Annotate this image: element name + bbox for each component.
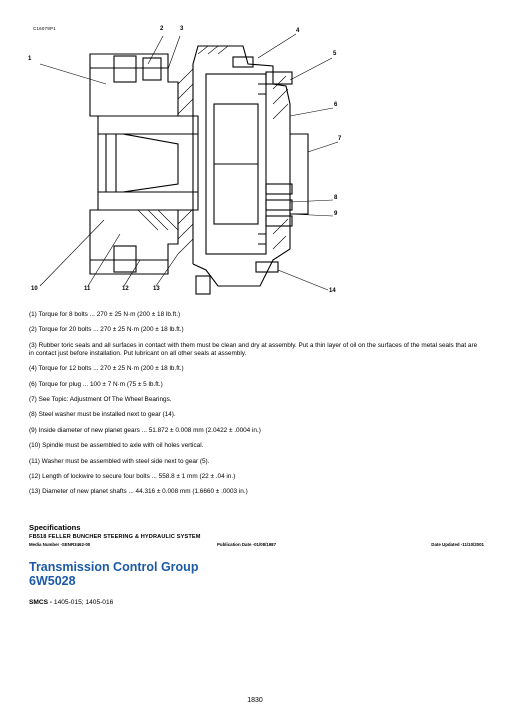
publication-date: Publication Date -01/08/1987 bbox=[217, 542, 277, 547]
section-title-line1: Transmission Control Group bbox=[29, 560, 199, 574]
callout-11: 11 bbox=[84, 286, 91, 292]
callout-7: 7 bbox=[338, 136, 342, 142]
note-1: (1) Torque for 8 bolts ... 270 ± 25 N·m … bbox=[29, 311, 181, 318]
note-7: (7) See Topic: Adjustment Of The Wheel B… bbox=[29, 395, 172, 403]
final-drive-drawing: 1 2 3 4 5 6 7 8 9 10 11 12 13 14 bbox=[28, 24, 348, 302]
callout-4: 4 bbox=[296, 28, 300, 34]
final-drive-illustration bbox=[39, 33, 339, 295]
callout-14: 14 bbox=[329, 288, 336, 294]
note-9: (9) Inside diameter of new planet gears … bbox=[29, 426, 261, 434]
callout-3: 3 bbox=[180, 26, 184, 32]
specs-title: Specifications bbox=[29, 523, 81, 532]
specifications-header: Specifications FB518 FELLER BUNCHER STEE… bbox=[29, 523, 484, 550]
callout-10: 10 bbox=[31, 286, 38, 292]
note-8: (8) Steel washer must be installed next … bbox=[29, 411, 176, 419]
callout-9: 9 bbox=[334, 211, 338, 217]
callout-6: 6 bbox=[334, 102, 338, 108]
section-title: Transmission Control Group 6W5028 bbox=[29, 560, 198, 588]
callout-12: 12 bbox=[122, 286, 129, 292]
section-title-line2: 6W5028 bbox=[29, 574, 76, 588]
publication-meta: Media Number -SENR3462-00 Publication Da… bbox=[29, 542, 484, 550]
callout-8: 8 bbox=[334, 195, 338, 201]
note-12: (12) Length of lockwire to secure four b… bbox=[29, 472, 236, 480]
callout-13: 13 bbox=[153, 286, 160, 292]
note-10: (10) Spindle must be assembled to axle w… bbox=[29, 442, 204, 450]
smcs-label: SMCS - bbox=[29, 599, 53, 606]
callout-2: 2 bbox=[160, 26, 164, 32]
smcs-value: 1405-015; 1405-016 bbox=[52, 599, 114, 606]
note-13: (13) Diameter of new planet shafts ... 4… bbox=[29, 488, 248, 496]
assembly-notes: (1) Torque for 8 bolts ... 270 ± 25 N·m … bbox=[29, 311, 479, 504]
date-updated: Date Updated -11/10/2001 bbox=[431, 542, 484, 547]
note-2: (2) Torque for 20 bolts ... 270 ± 25 N·m… bbox=[29, 326, 184, 334]
note-11: (11) Washer must be assembled with steel… bbox=[29, 457, 210, 465]
smcs-line: SMCS - 1405-015; 1405-016 bbox=[29, 599, 113, 606]
note-4: (4) Torque for 12 bolts ... 270 ± 25 N·m… bbox=[29, 365, 184, 373]
specs-subtitle: FB518 FELLER BUNCHER STEERING & HYDRAULI… bbox=[29, 534, 201, 540]
note-6: (6) Torque for plug ... 100 ± 7 N·m (75 … bbox=[29, 380, 163, 388]
media-number: Media Number -SENR3462-00 bbox=[29, 542, 91, 547]
page-number: 1830 bbox=[247, 697, 263, 704]
callout-1: 1 bbox=[28, 56, 32, 62]
figure-code: C16079P1 bbox=[33, 26, 56, 31]
note-3: (3) Rubber toric seals and all surfaces … bbox=[29, 341, 478, 357]
callout-5: 5 bbox=[333, 51, 337, 57]
